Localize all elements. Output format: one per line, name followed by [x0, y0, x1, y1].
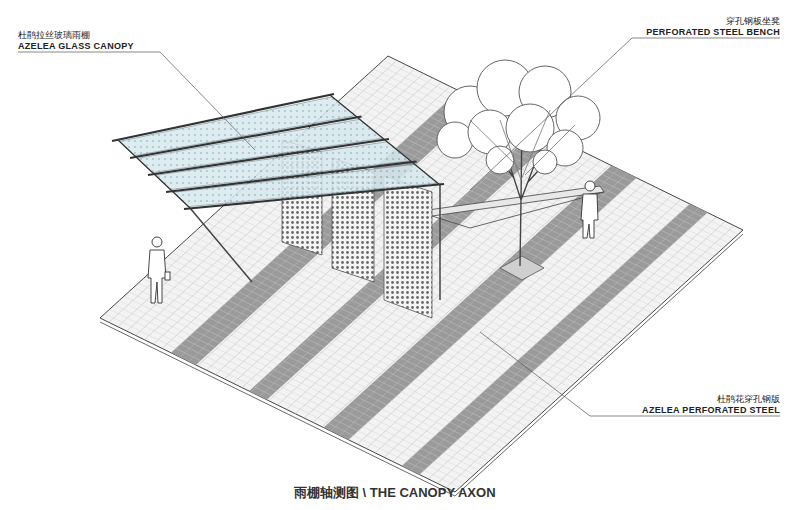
brick-joint [110, 309, 465, 483]
canopy-beam [166, 162, 417, 193]
callout-label: PERFORATED STEEL BENCH [646, 27, 780, 38]
tree-branches [470, 110, 575, 180]
canopy-beam [130, 117, 362, 159]
brick-joint [129, 292, 484, 466]
brick-joint [148, 274, 503, 448]
callout-label: AZELEA GLASS CANOPY [18, 41, 134, 52]
callout-label: 杜鹃花穿孔钢版 [717, 394, 780, 405]
brick-joint [143, 279, 498, 453]
brick-joint [206, 222, 561, 396]
brick-joint [167, 257, 522, 431]
callout-label: 穿孔钢板坐凳 [726, 16, 780, 27]
brick-joint [201, 226, 556, 400]
brick-joint [172, 253, 527, 427]
canopy-frame [330, 95, 440, 185]
brick-joint [383, 60, 738, 234]
brick-joint [114, 305, 469, 479]
paving-surface [100, 56, 743, 492]
brick-joint [119, 301, 474, 475]
canopy-beam [112, 94, 334, 141]
callout-label: 杜鹃拉丝玻璃雨棚 [18, 30, 90, 41]
glass-canopy [112, 94, 444, 209]
callout-label: AZELEA PERFORATED STEEL [642, 405, 780, 416]
paving-slab [100, 56, 743, 496]
leader-line [18, 38, 780, 416]
bench-edge [432, 216, 470, 228]
perforated-bench [428, 186, 604, 216]
tree-pit [500, 256, 544, 280]
brick-joint [105, 314, 460, 488]
brick-joint [158, 266, 513, 440]
tree-crown [437, 60, 600, 174]
brick-joint [124, 296, 479, 470]
brick-joint [153, 270, 508, 444]
canopy-frame [118, 140, 190, 208]
brick-joint [138, 283, 493, 457]
drawing-caption: 雨棚轴测图 \ THE CANOPY AXON [294, 484, 496, 502]
brick-joint [162, 261, 517, 435]
brick-joint [134, 287, 489, 461]
canopy-beam [184, 184, 444, 209]
person-figure [148, 181, 598, 303]
